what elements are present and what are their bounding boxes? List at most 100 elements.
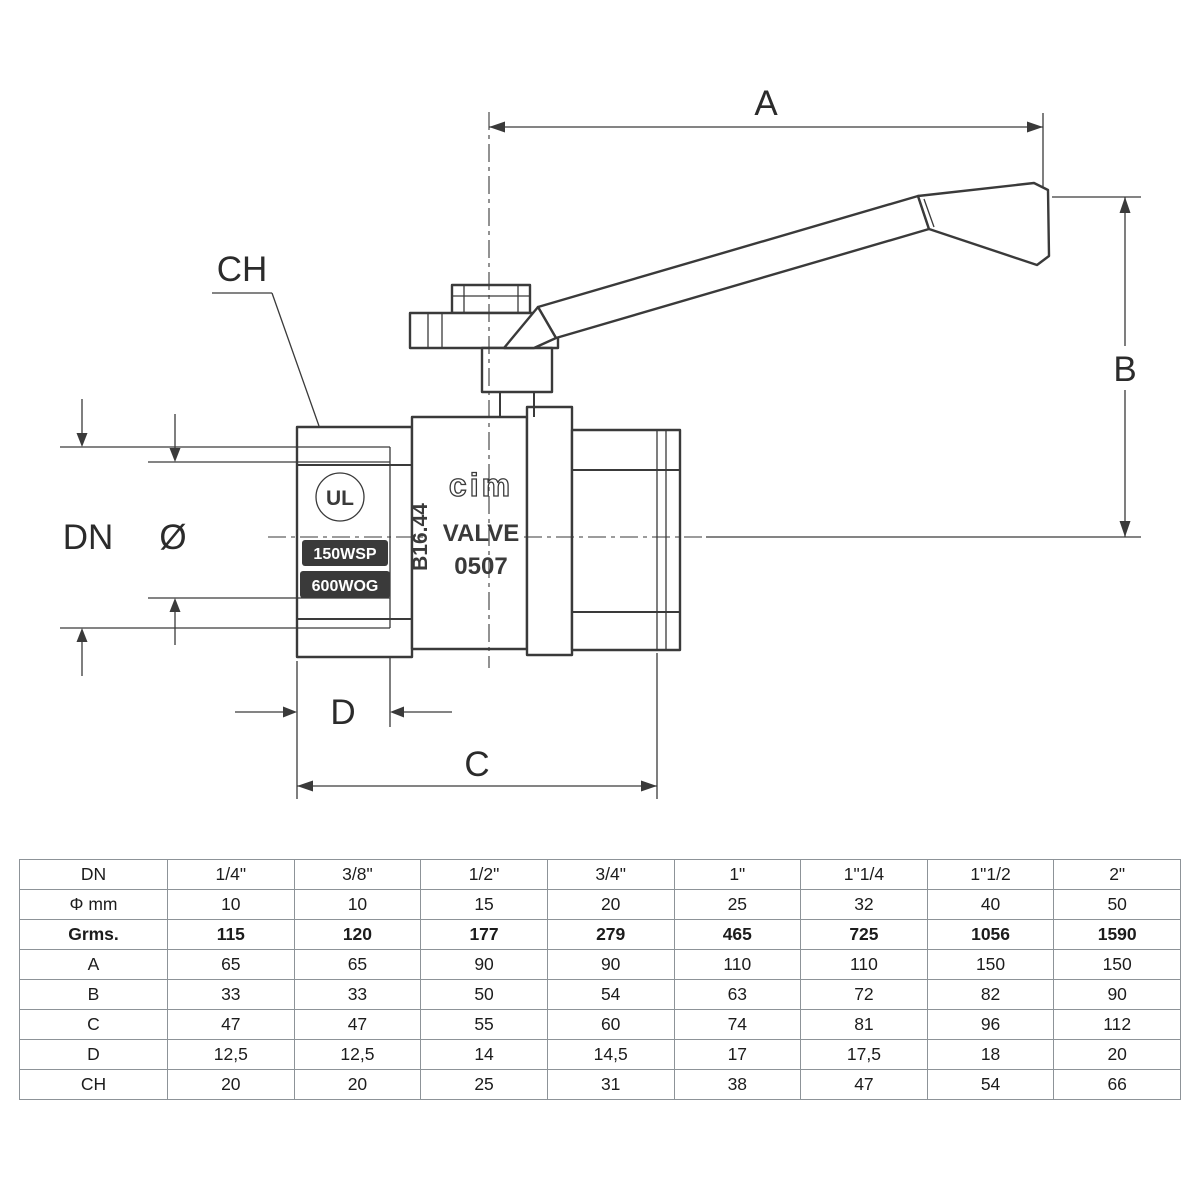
dimension-d: D — [235, 632, 452, 732]
body-markings: UL 150WSP 600WOG B16.44 cim VALVE 0507 — [300, 466, 519, 598]
handle-bend — [502, 305, 558, 350]
dim-value: 1"1/2 — [926, 859, 1055, 890]
dim-value: 18 — [926, 1039, 1055, 1070]
dim-value: 12,5 — [167, 1039, 295, 1070]
dim-value: 33 — [167, 979, 295, 1010]
dim-value: 15 — [420, 889, 548, 920]
dim-value: 3/8" — [293, 859, 422, 890]
dim-value: 177 — [420, 919, 548, 950]
dim-label-b: B — [1113, 350, 1136, 389]
rating-label-1: 150WSP — [313, 546, 376, 563]
dim-label-d: D — [330, 693, 355, 732]
dim-value: 1590 — [1053, 919, 1181, 950]
dim-value: 12,5 — [293, 1039, 422, 1070]
dim-value: 47 — [800, 1069, 928, 1100]
dim-value: 50 — [420, 979, 548, 1010]
dim-value: 60 — [546, 1009, 675, 1040]
dim-value: 40 — [926, 889, 1055, 920]
dim-value: 1"1/4 — [800, 859, 928, 890]
row-label-ch: CH — [19, 1069, 168, 1100]
row-label-dn: DN — [19, 859, 168, 890]
dim-value: 3/4" — [546, 859, 675, 890]
dim-label-ch: CH — [217, 250, 268, 289]
handle-lever — [536, 194, 931, 340]
dim-value: 112 — [1053, 1009, 1181, 1040]
dim-value: 20 — [293, 1069, 422, 1100]
dim-value: 32 — [800, 889, 928, 920]
dim-value: 150 — [1053, 949, 1181, 980]
valve-body — [295, 405, 682, 659]
handle-hub — [480, 346, 554, 394]
right-end-cap — [570, 428, 682, 652]
dim-value: 90 — [1053, 979, 1181, 1010]
dim-value: 120 — [293, 919, 422, 950]
row-label-c: C — [19, 1009, 168, 1040]
dim-value: 1/2" — [420, 859, 548, 890]
dim-value: 90 — [420, 949, 548, 980]
row-label-grms: Grms. — [19, 919, 168, 950]
product-label: VALVE — [443, 520, 519, 547]
dim-label-c: C — [464, 745, 489, 784]
dim-value: 465 — [673, 919, 802, 950]
dim-value: 72 — [800, 979, 928, 1010]
dimension-diameter: Ø — [148, 414, 296, 645]
dim-value: 54 — [926, 1069, 1055, 1100]
row-label-phi-mm: Φ mm — [19, 889, 168, 920]
dim-value: 110 — [800, 949, 928, 980]
dim-value: 96 — [926, 1009, 1055, 1040]
row-label-d: D — [19, 1039, 168, 1070]
dim-value: 17 — [673, 1039, 802, 1070]
rating-label-2: 600WOG — [312, 578, 379, 595]
dimension-b: B — [706, 196, 1147, 538]
valve-technical-drawing: A B C D — [60, 84, 1147, 799]
code-label: 0507 — [454, 553, 507, 580]
dim-value: 25 — [420, 1069, 548, 1100]
row-label-a: A — [19, 949, 168, 980]
dim-value: 14,5 — [546, 1039, 675, 1070]
dim-value: 10 — [167, 889, 295, 920]
dim-value: 17,5 — [800, 1039, 928, 1070]
dim-value: 65 — [293, 949, 422, 980]
dim-value: 63 — [673, 979, 802, 1010]
dim-value: 20 — [546, 889, 675, 920]
dim-value: 38 — [673, 1069, 802, 1100]
dim-value: 150 — [926, 949, 1055, 980]
handle-grip — [916, 181, 1051, 267]
dim-value: 65 — [167, 949, 295, 980]
row-label-b: B — [19, 979, 168, 1010]
dim-value: 81 — [800, 1009, 928, 1040]
dim-value: 47 — [293, 1009, 422, 1040]
rating-box-1 — [302, 540, 388, 566]
dim-value: 725 — [800, 919, 928, 950]
dim-value: 10 — [293, 889, 422, 920]
dim-value: 82 — [926, 979, 1055, 1010]
rating-box-2 — [300, 571, 390, 598]
handle-assembly — [408, 181, 1051, 417]
dim-value: 55 — [420, 1009, 548, 1040]
dim-value: 50 — [1053, 889, 1181, 920]
standard-label: B16.44 — [409, 503, 432, 571]
centerlines — [268, 112, 706, 668]
union-ring — [525, 405, 574, 657]
dimension-a: A — [489, 84, 1044, 190]
dim-value: 115 — [167, 919, 295, 950]
dim-value: 279 — [546, 919, 675, 950]
dim-value: 66 — [1053, 1069, 1181, 1100]
stem-nut — [450, 283, 532, 315]
dimension-dn: DN — [60, 399, 296, 676]
dim-value: 74 — [673, 1009, 802, 1040]
dim-value: 1056 — [926, 919, 1055, 950]
ul-mark-label: UL — [326, 487, 354, 510]
dim-value: 54 — [546, 979, 675, 1010]
ul-mark-circle — [315, 472, 365, 522]
brand-logo: cim — [449, 467, 513, 503]
